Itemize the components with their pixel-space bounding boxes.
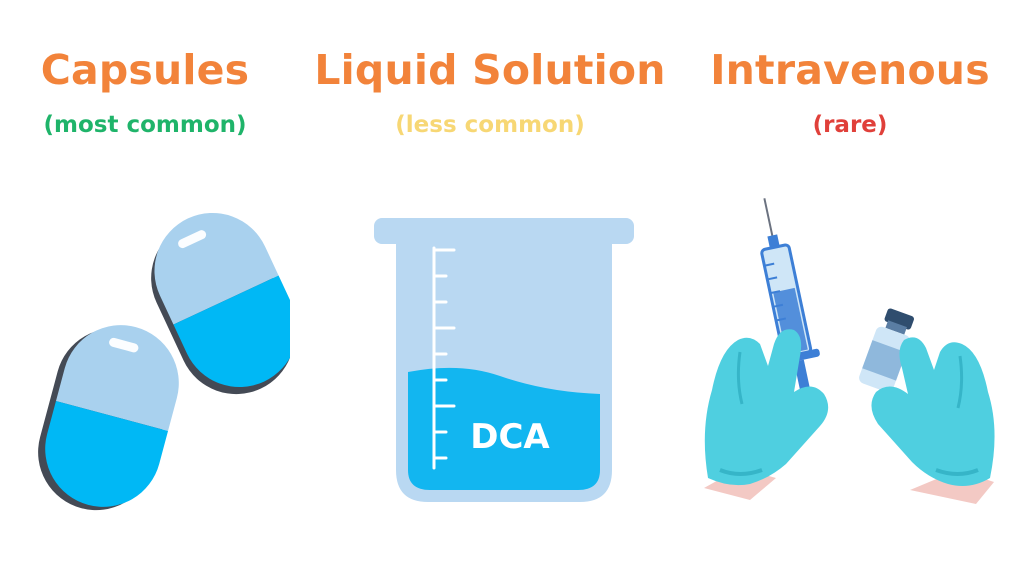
- intravenous-illustration: [704, 198, 995, 504]
- vial-icon: [859, 308, 914, 393]
- column-intravenous: Intravenous (rare): [690, 0, 1010, 576]
- liquid-solution-subtitle: (less common): [395, 112, 585, 138]
- right-glove-icon: [871, 337, 995, 504]
- intravenous-title: Intravenous: [710, 46, 990, 94]
- beaker-icon: DCA: [374, 218, 634, 502]
- capsules-illustration: [32, 193, 290, 520]
- beaker-label: DCA: [470, 417, 550, 457]
- liquid-solution-title: Liquid Solution: [314, 46, 666, 94]
- column-capsules: Capsules (most common): [0, 0, 290, 576]
- capsules-subtitle: (most common): [43, 112, 247, 138]
- column-liquid-solution: Liquid Solution (less common): [310, 0, 670, 576]
- beaker-illustration: DCA: [374, 218, 634, 502]
- left-glove-icon: [704, 329, 829, 500]
- intravenous-subtitle: (rare): [812, 112, 888, 138]
- capsule-lower-icon: [32, 312, 192, 520]
- capsules-title: Capsules: [40, 46, 250, 94]
